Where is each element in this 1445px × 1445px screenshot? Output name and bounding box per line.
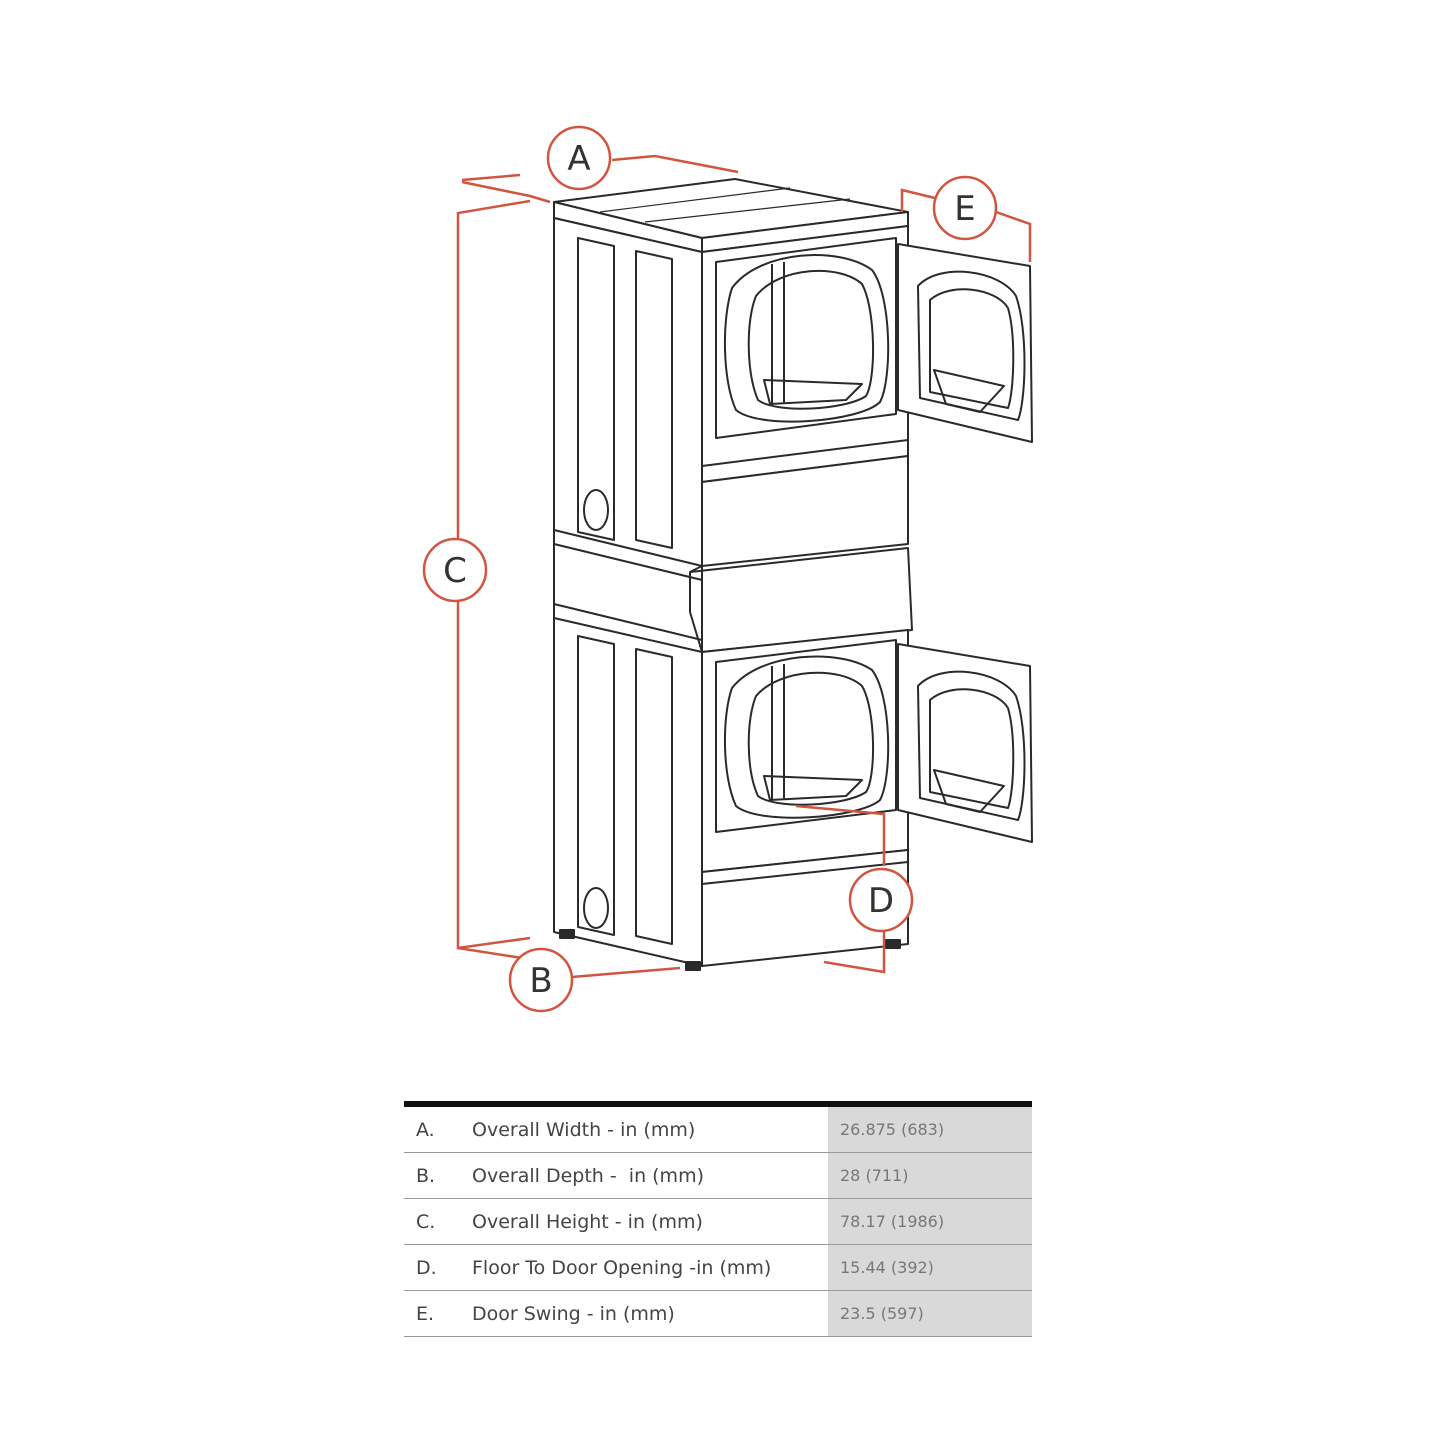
spec-value: 15.44 (392) (828, 1244, 1032, 1291)
callout-e: E (932, 175, 998, 241)
spec-label: Overall Height - in (mm) (472, 1198, 828, 1245)
table-row: D. Floor To Door Opening -in (mm) 15.44 … (404, 1244, 1032, 1291)
dimension-lines (456, 154, 1032, 979)
callout-c: C (422, 537, 488, 603)
spec-label: Overall Width - in (mm) (472, 1104, 828, 1153)
callout-e-letter: E (954, 189, 975, 229)
table-row: C. Overall Height - in (mm) 78.17 (1986) (404, 1198, 1032, 1245)
spec-value: 28 (711) (828, 1152, 1032, 1199)
spec-value: 26.875 (683) (828, 1104, 1032, 1153)
spec-label: Floor To Door Opening -in (mm) (472, 1244, 828, 1291)
callout-d: D (848, 867, 914, 933)
spec-letter: D. (404, 1244, 472, 1291)
table-row: E. Door Swing - in (mm) 23.5 (597) (404, 1290, 1032, 1337)
spec-letter: B. (404, 1152, 472, 1199)
callout-b: B (508, 947, 574, 1013)
spec-label: Door Swing - in (mm) (472, 1290, 828, 1337)
spec-value: 78.17 (1986) (828, 1198, 1032, 1245)
stacked-dryer-illustration (553, 178, 1033, 971)
table-row: B. Overall Depth - in (mm) 28 (711) (404, 1152, 1032, 1199)
callout-a: A (546, 125, 612, 191)
spec-letter: A. (404, 1104, 472, 1153)
callout-b-letter: B (529, 961, 552, 1001)
stacked-dryer-dimension-diagram: A B C D E (422, 125, 1033, 1013)
callout-d-letter: D (868, 881, 894, 921)
spec-label: Overall Depth - in (mm) (472, 1152, 828, 1199)
spec-letter: E. (404, 1290, 472, 1337)
spec-value: 23.5 (597) (828, 1290, 1032, 1337)
spec-letter: C. (404, 1198, 472, 1245)
dimension-spec-table: A. Overall Width - in (mm) 26.875 (683) … (404, 1101, 1032, 1337)
table-row: A. Overall Width - in (mm) 26.875 (683) (404, 1104, 1032, 1153)
callout-c-letter: C (443, 551, 467, 591)
callout-a-letter: A (567, 139, 590, 179)
